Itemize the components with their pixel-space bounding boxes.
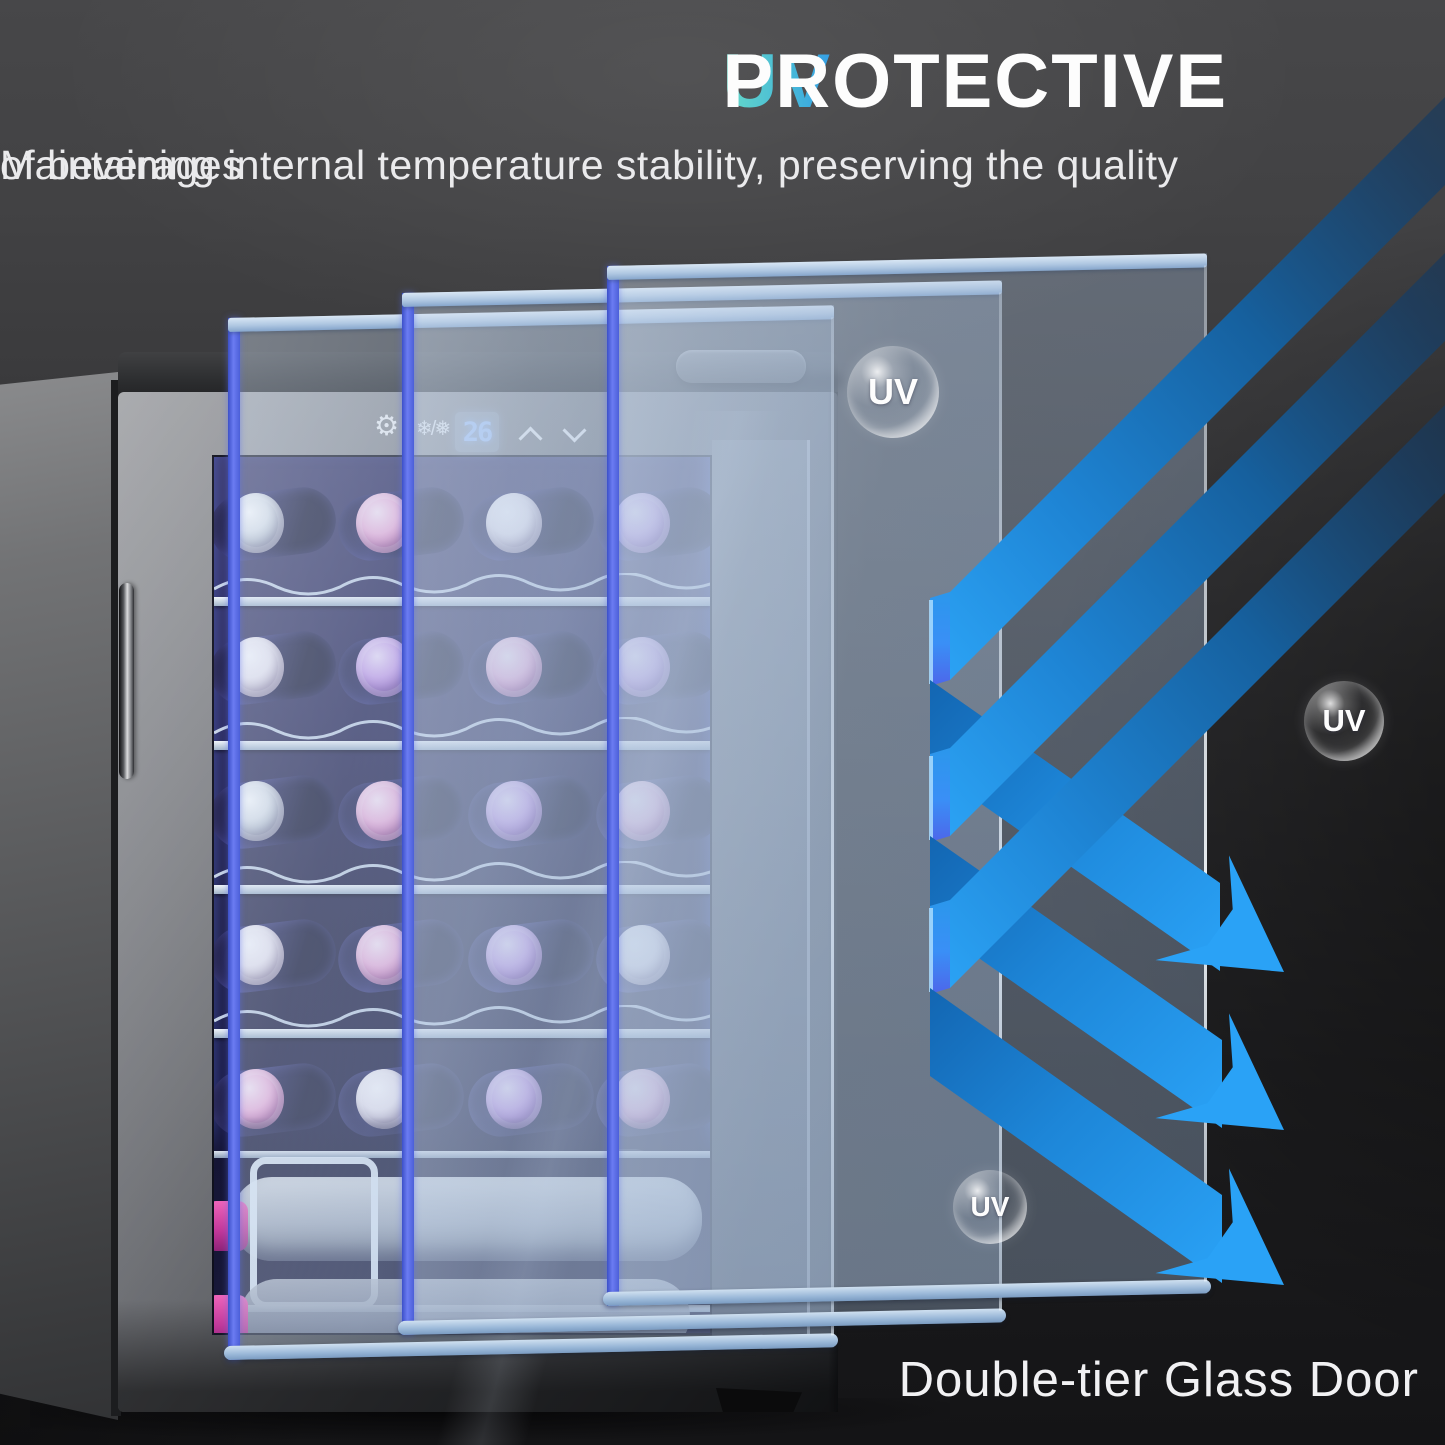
frost-mode-icon: ❄/❅	[416, 418, 451, 440]
caption-double-tier-glass-door: Double-tier Glass Door	[898, 1353, 1419, 1407]
bottle-cap	[614, 925, 670, 985]
wire-shelf-wave	[214, 573, 710, 596]
fridge-side-panel	[0, 372, 118, 1420]
shelf-bar	[214, 597, 710, 606]
fridge-foot	[716, 1388, 802, 1412]
title-main: PROTECTIVE	[722, 39, 1229, 124]
subtitle-line-1: Maintaining internal temperature stabili…	[0, 142, 1179, 188]
bottle-cap	[486, 637, 542, 697]
subtitle-line-2: of beverages	[0, 142, 244, 188]
uv-bubble-icon: UV	[1304, 681, 1384, 761]
wire-shelf-wave	[214, 1005, 710, 1028]
uv-ray-3	[929, 405, 1445, 1285]
shelf-bar	[214, 741, 710, 750]
uv-badge-label: UV	[970, 1191, 1010, 1222]
bottle-cap	[614, 637, 670, 697]
gear-icon: ⚙	[374, 412, 399, 440]
shelf-rail	[214, 1151, 710, 1158]
door-window-right-glass	[712, 440, 810, 1338]
shelf-bar	[214, 1029, 710, 1038]
uv-badge-label: UV	[867, 371, 918, 412]
uv-bubble-icon: UV	[953, 1170, 1027, 1244]
title-accent: UV	[723, 38, 847, 125]
door-side-handle	[119, 583, 134, 779]
uv-badge-label: UV	[1322, 703, 1366, 738]
bottle-cap	[486, 925, 542, 985]
bottle-row	[214, 761, 710, 905]
large-bottle	[232, 1177, 702, 1261]
wire-shelf-wave	[214, 717, 710, 740]
fridge-door-gap	[111, 380, 121, 1416]
shelf-bar	[214, 885, 710, 894]
bottle-cap	[486, 781, 542, 841]
uv-ray-2	[929, 253, 1445, 1130]
wire-shelf-wave	[214, 861, 710, 884]
door-top-handle	[676, 350, 806, 383]
bottle-cap	[486, 493, 542, 553]
temperature-display: 26	[455, 412, 499, 452]
bottle-cap	[614, 781, 670, 841]
arrow-head	[1155, 855, 1284, 972]
bottle-cap	[614, 493, 670, 553]
temperature-value: 26	[463, 417, 493, 448]
arrow-head	[1155, 1168, 1284, 1285]
arrow-head	[1155, 1013, 1284, 1130]
uv-bubble-icon: UV	[847, 346, 939, 438]
